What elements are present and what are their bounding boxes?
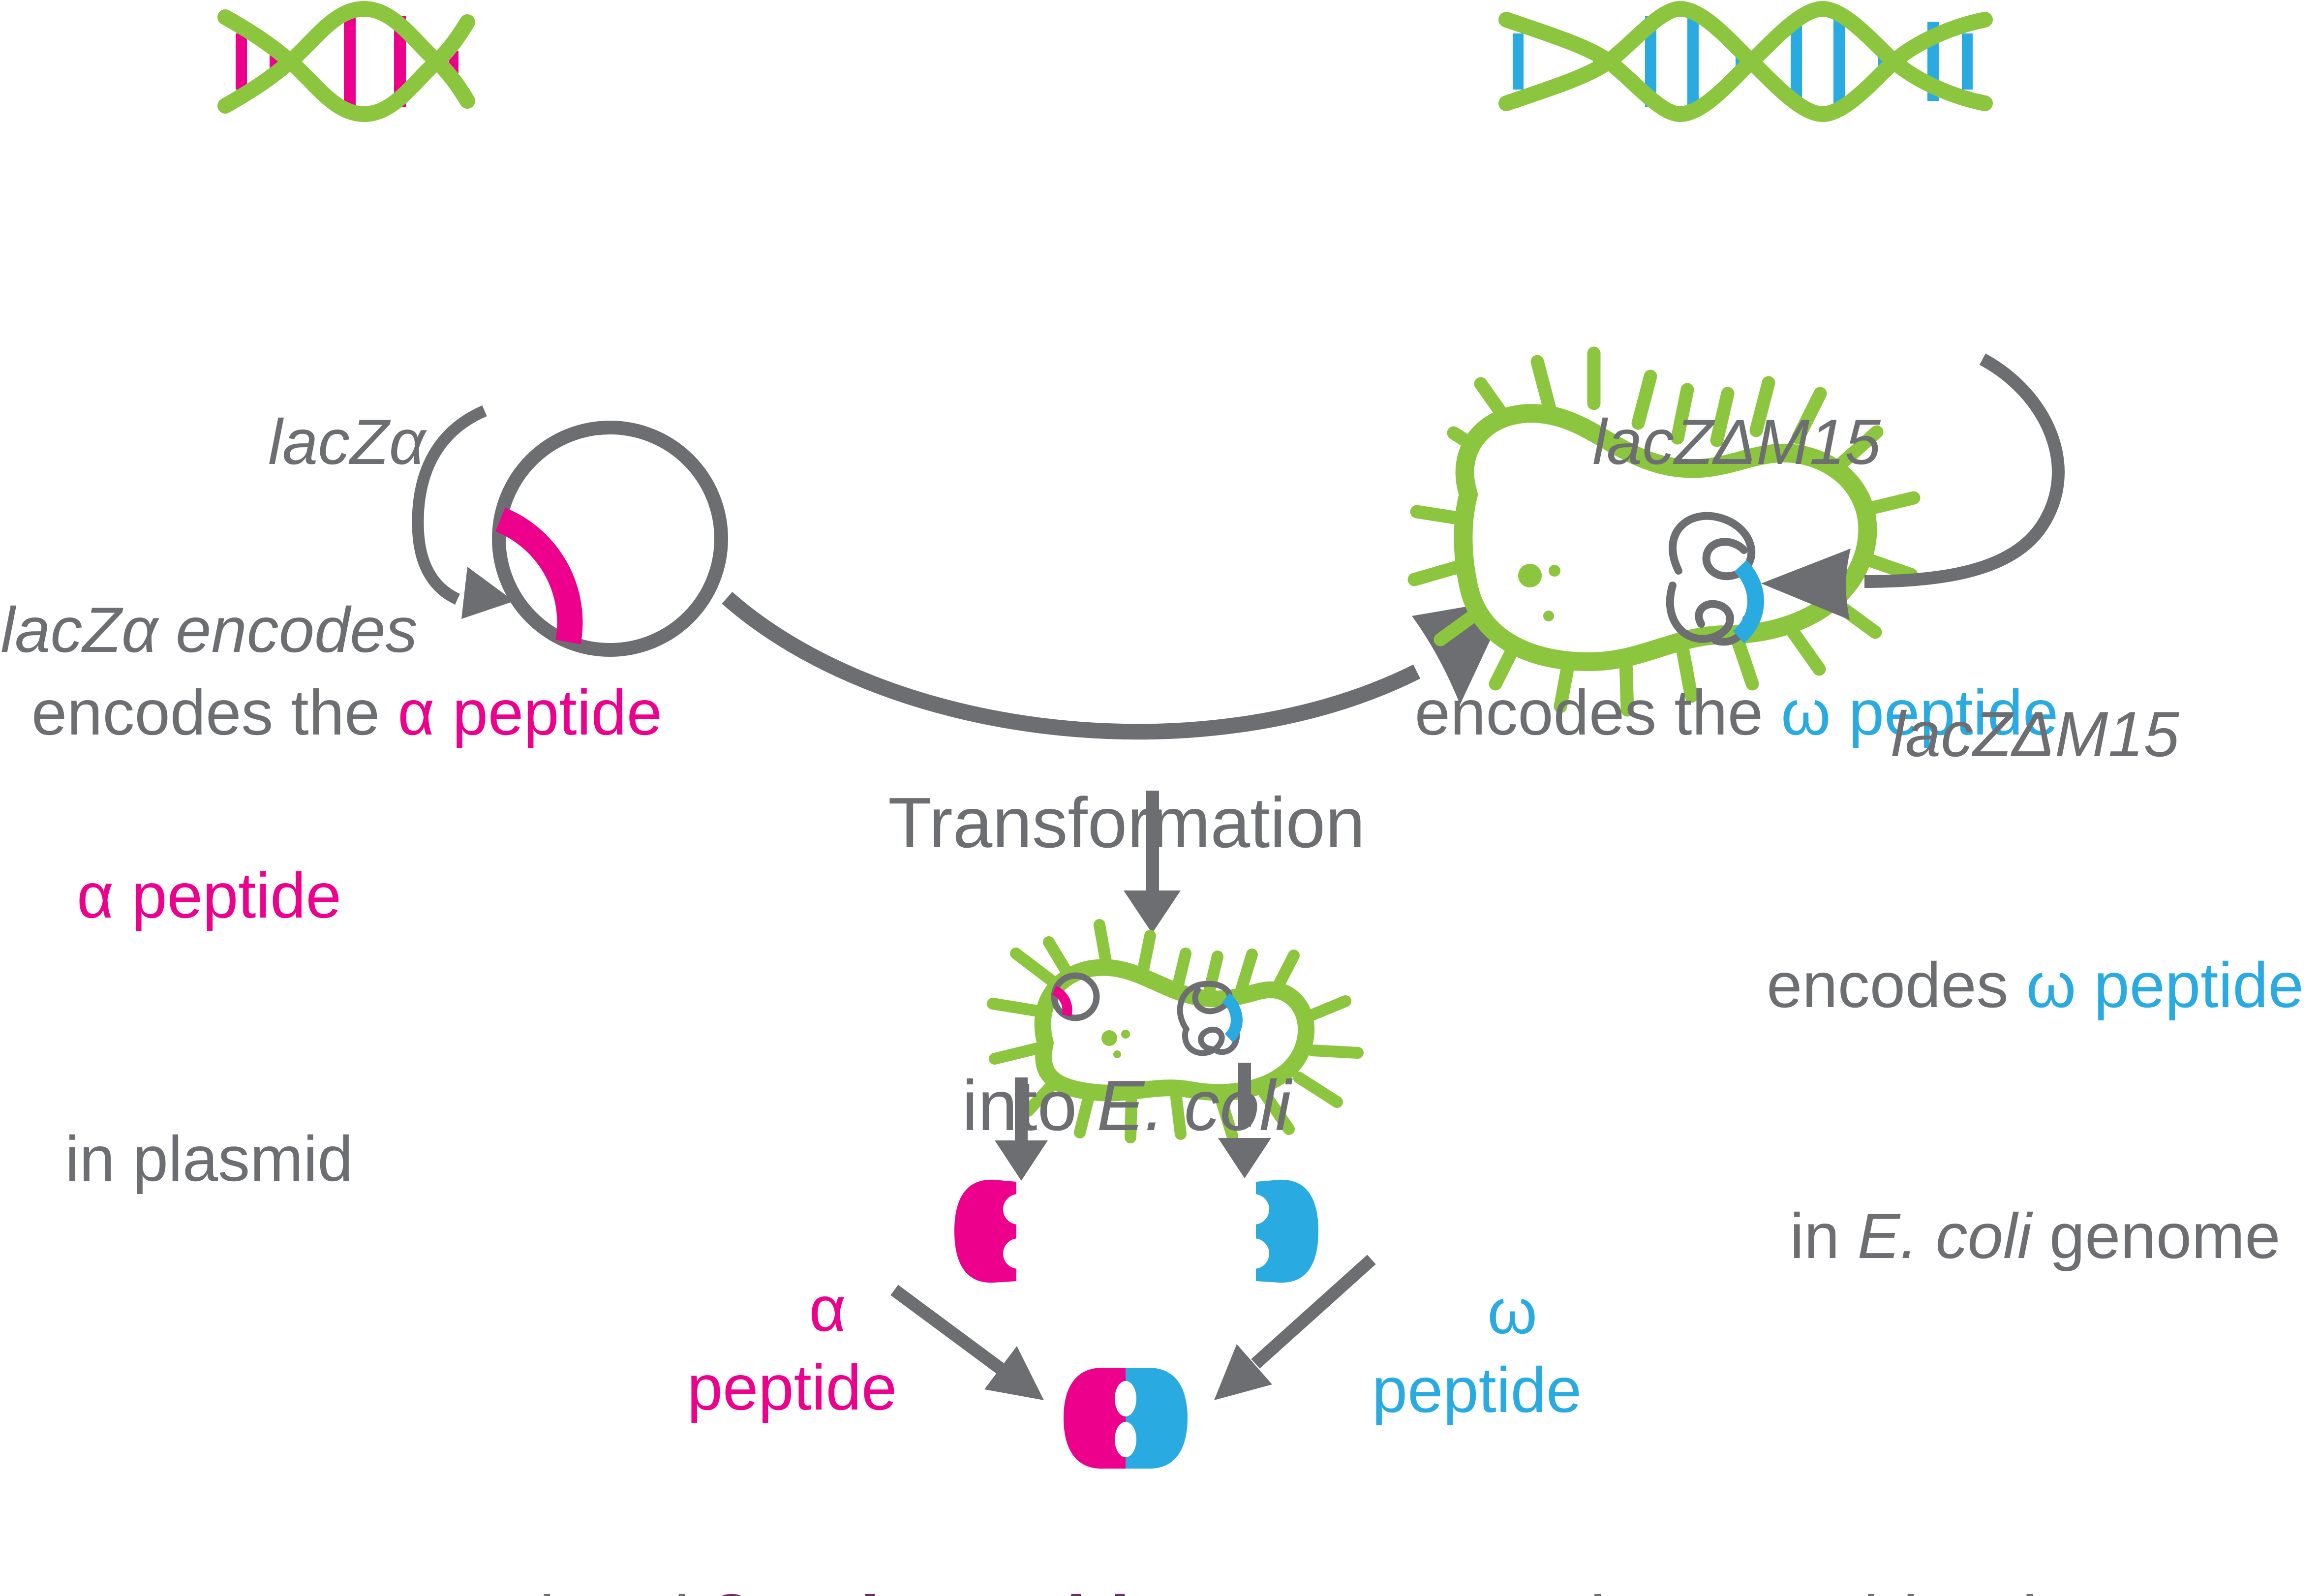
- plasmid-note: lacZα encodes α peptide in plasmid: [0, 433, 418, 1355]
- omega-peptide-text: ω peptide: [1372, 1275, 1582, 1426]
- encodes-text: encodes: [1767, 949, 2026, 1021]
- dna-helix-icon: [217, 0, 475, 123]
- alpha-peptide-text: α peptide: [687, 1273, 897, 1423]
- alpha-peptide-label: α peptide: [644, 1191, 940, 1505]
- gene-name: lacZΔM15: [1592, 406, 1881, 478]
- top-right-label: lacZΔM15 encodes the ω peptide: [1412, 245, 2061, 909]
- e-coli-bacterium-icon: [987, 919, 1364, 1143]
- omega-combine-arrow: [1214, 1255, 1376, 1400]
- omega-gene-segment: [1733, 560, 1764, 644]
- alpha-peptide-text: α peptide: [77, 859, 341, 931]
- alpha-peptide-half-icon: [954, 1179, 1034, 1283]
- combined-enzyme-icon: [1064, 1367, 1188, 1469]
- alpha-combine-arrow: [890, 1285, 1044, 1400]
- caption: Functional β-galactosidase enzyme when c…: [10, 1503, 2309, 1596]
- in-plasmid-text: in plasmid: [65, 1123, 353, 1195]
- genome-text: genome: [2031, 1200, 2281, 1272]
- alpha-gene-segment: [1052, 985, 1072, 1017]
- alpha-output-arrow: [995, 1077, 1048, 1181]
- genome-note: lacZΔM15 encodes ω peptide in E. coli ge…: [1751, 537, 2319, 1433]
- omega-peptide-text: ω peptide: [2026, 949, 2304, 1021]
- gene-to-plasmid-arrow: [412, 405, 514, 619]
- species-name: E. coli: [1097, 1066, 1291, 1145]
- caption-prefix: Functional: [361, 1581, 709, 1596]
- bacterium-body: [1454, 404, 1877, 671]
- encodes-text: encodes the: [1414, 676, 1781, 748]
- dna-helix-icon: [1498, 0, 1993, 123]
- enzyme-name: β-galactosidase: [709, 1581, 1249, 1596]
- alpha-peptide-text: α peptide: [397, 676, 663, 748]
- omega-peptide-half-icon: [1239, 1179, 1318, 1283]
- omega-gene-segment: [1221, 993, 1243, 1043]
- top-left-label: lacZα encodes the α peptide: [30, 245, 664, 909]
- encodes-text: encodes the: [31, 676, 398, 748]
- transformation-text: Transformation: [888, 783, 1365, 862]
- plasmid-circle-icon: [492, 421, 728, 657]
- omega-peptide-label: ω peptide: [1328, 1193, 1625, 1508]
- gene-name: lacZΔM15: [1891, 698, 2179, 770]
- omega-output-arrow: [1218, 1063, 1271, 1178]
- species-name: E. coli: [1857, 1200, 2032, 1272]
- down-arrow: [1124, 791, 1181, 933]
- e-coli-bacterium-icon: [1407, 346, 1921, 717]
- bacterium-body: [1034, 959, 1315, 1102]
- genome-to-bacterium-arrow: [1761, 353, 2065, 620]
- omega-peptide-text: ω peptide: [1781, 676, 2059, 748]
- gene-name: lacZα: [268, 406, 426, 478]
- gene-name: lacZα encodes: [0, 594, 418, 666]
- caption-suffix: enzyme when combined: [1249, 1581, 2038, 1596]
- in-text: in: [1790, 1200, 1858, 1272]
- into-text: into: [962, 1066, 1097, 1145]
- transformation-label: Transformation into E. coli: [831, 626, 1422, 1302]
